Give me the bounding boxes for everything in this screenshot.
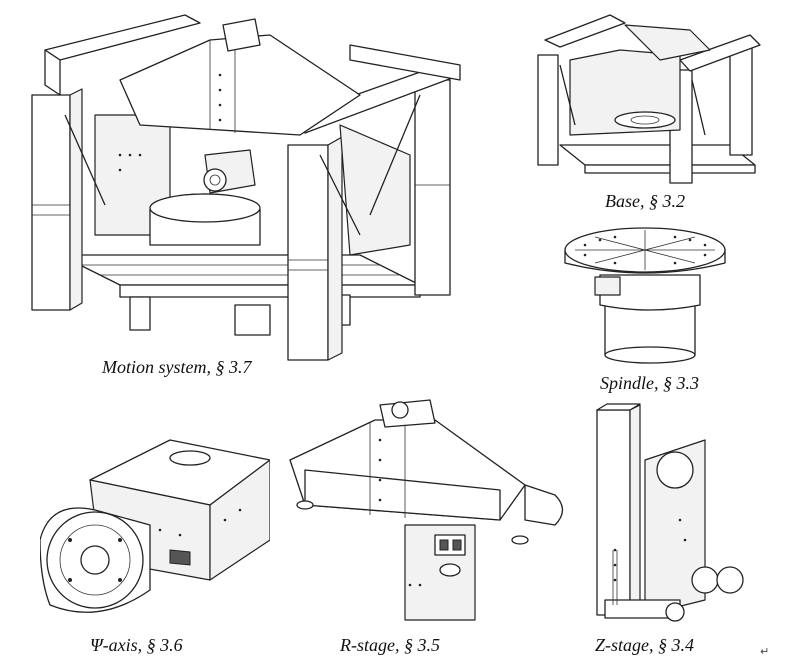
paragraph-return-mark: ↵ (760, 645, 770, 658)
z-stage-caption: Z-stage, § 3.4 (595, 635, 694, 655)
z-stage-figure: Z-stage, § 3.4 (585, 400, 775, 665)
z-stage-drawing (596, 403, 744, 622)
r-stage-drawing (289, 399, 564, 621)
motion-system-drawing (31, 14, 461, 361)
motion-system-figure: Motion system, § 3.7 (20, 5, 500, 377)
psi-axis-drawing (40, 439, 270, 613)
spindle-caption: Spindle, § 3.3 (600, 373, 699, 393)
psi-axis-caption: Ψ-axis, § 3.6 (90, 635, 183, 655)
spindle-figure: Spindle, § 3.3 (555, 215, 780, 395)
spindle-drawing (564, 227, 726, 364)
psi-axis-figure: Ψ-axis, § 3.6 (40, 430, 270, 665)
base-figure: Base, § 3.2 (530, 5, 780, 215)
base-drawing (537, 14, 761, 184)
base-caption: Base, § 3.2 (605, 191, 685, 211)
motion-system-caption: Motion system, § 3.7 (102, 357, 252, 377)
r-stage-caption: R-stage, § 3.5 (340, 635, 440, 655)
r-stage-figure: R-stage, § 3.5 (285, 395, 580, 665)
